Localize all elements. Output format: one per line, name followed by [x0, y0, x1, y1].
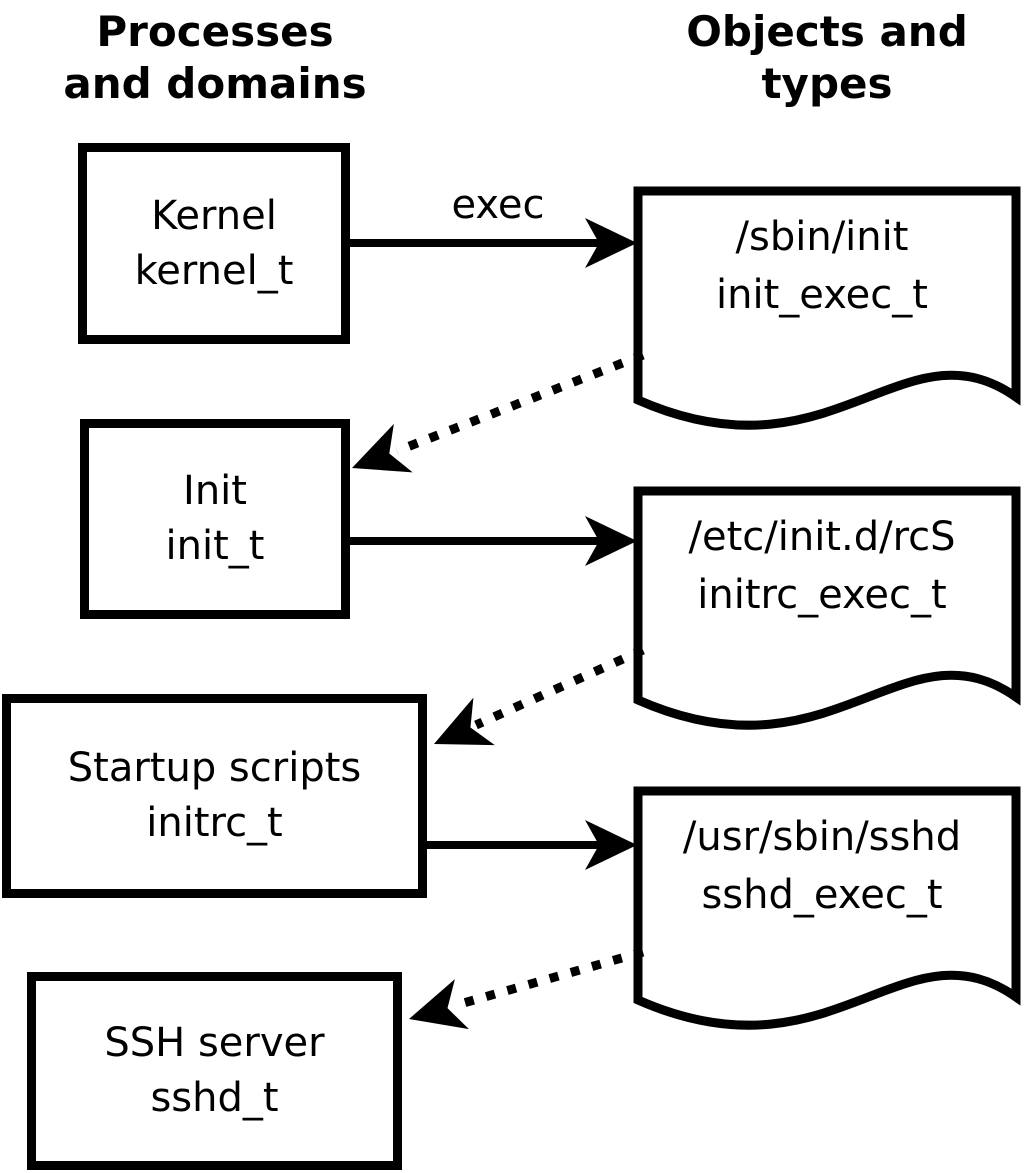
- object-document-usr-sbin-sshd: /usr/sbin/sshd sshd_exec_t: [633, 786, 1021, 1046]
- object-path: /usr/sbin/sshd: [682, 814, 962, 860]
- object-document-text: /etc/init.d/rcS initrc_exec_t: [633, 508, 1011, 624]
- document-shape-icon: [633, 786, 1021, 1030]
- process-domain-type: init_t: [165, 523, 265, 569]
- object-document-sbin-init: /sbin/init init_exec_t: [633, 186, 1021, 446]
- column-header-processes-and-domains: Processes and domains: [0, 6, 430, 110]
- object-file-type: init_exec_t: [716, 272, 928, 318]
- process-name: Kernel: [151, 192, 277, 239]
- solid-arrow-initrc-to-usr-sbin-sshd: [423, 820, 637, 870]
- process-domain-type: kernel_t: [134, 247, 294, 294]
- process-box-startup-scripts: Startup scripts initrc_t: [2, 694, 427, 898]
- object-document-text: /sbin/init init_exec_t: [633, 208, 1011, 324]
- document-shape-icon: [633, 486, 1021, 730]
- process-domain-type: initrc_t: [146, 800, 283, 846]
- header-line: and domains: [63, 59, 367, 108]
- dotted-arrow-initrc-exec-to-initrc-t: [434, 645, 645, 746]
- process-box-ssh-server: SSH server sshd_t: [27, 972, 402, 1170]
- object-document-etc-initd-rcs: /etc/init.d/rcS initrc_exec_t: [633, 486, 1021, 746]
- column-header-objects-and-types: Objects and types: [632, 6, 1022, 110]
- header-line: Objects and: [686, 7, 968, 56]
- process-name: SSH server: [104, 1020, 325, 1066]
- header-line: Processes: [96, 7, 334, 56]
- process-box-init: Init init_t: [80, 419, 350, 619]
- dotted-arrow-init-exec-to-init-t: [352, 350, 645, 473]
- process-name: Startup scripts: [67, 745, 362, 791]
- header-line: types: [761, 59, 893, 108]
- process-box-kernel: Kernel kernel_t: [78, 143, 350, 344]
- object-path: /sbin/init: [735, 214, 909, 260]
- solid-arrow-init-to-etc-initd-rcs: [346, 516, 637, 566]
- dotted-arrow-sshd-exec-to-sshd-t: [409, 947, 645, 1030]
- object-file-type: sshd_exec_t: [701, 872, 943, 918]
- object-path: /etc/init.d/rcS: [688, 514, 956, 560]
- object-file-type: initrc_exec_t: [697, 572, 947, 618]
- process-domain-type: sshd_t: [150, 1075, 279, 1121]
- exec-arrow-label: exec: [451, 182, 545, 228]
- document-shape-icon: [633, 186, 1021, 430]
- process-name: Init: [183, 468, 247, 514]
- object-document-text: /usr/sbin/sshd sshd_exec_t: [633, 808, 1011, 924]
